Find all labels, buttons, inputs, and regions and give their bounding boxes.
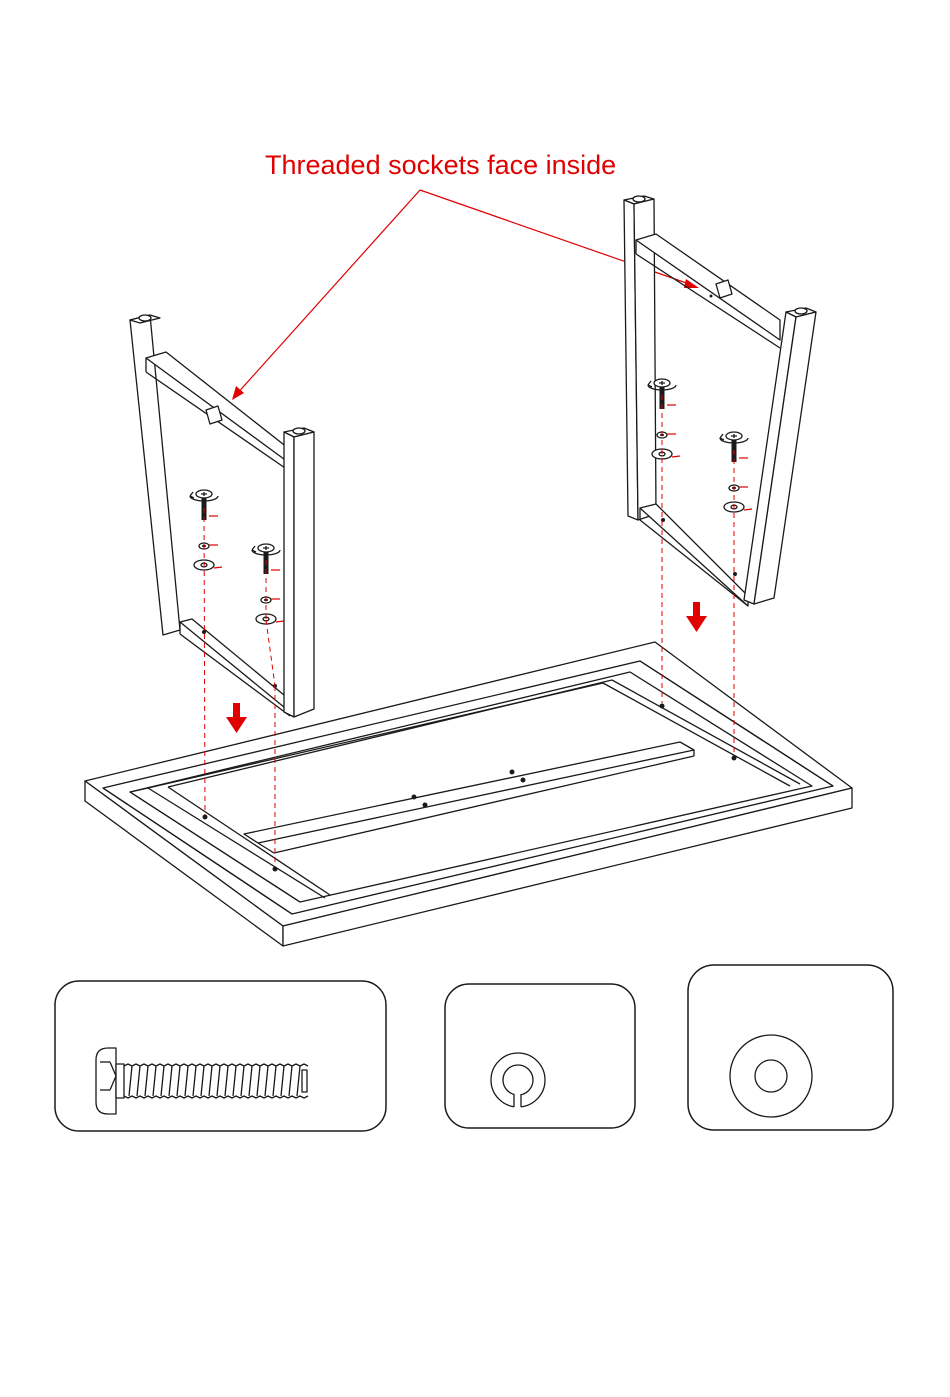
leg-top-rail [636, 234, 780, 340]
leg-bottom-rail [640, 504, 748, 606]
mount-hole [273, 867, 278, 872]
mount-hole [203, 815, 208, 820]
bolt-washer-stack [190, 490, 222, 570]
hardware-legend-bolt [55, 981, 386, 1131]
down-arrow-icon [686, 602, 707, 632]
mount-hole [660, 704, 665, 709]
leg-frame-left [130, 315, 314, 717]
callout-leader-left [235, 190, 420, 396]
leg-bottom-rail [180, 619, 290, 712]
leg-frame-right [624, 196, 816, 606]
down-arrow-icon [226, 703, 247, 733]
hardware-legend-flat-washer [688, 965, 893, 1130]
bolt-washer-stack [720, 432, 752, 512]
hardware-legend-split-lock-washer [445, 984, 635, 1128]
mount-hole [732, 756, 737, 761]
leg-upright-front [284, 432, 294, 717]
tabletop [85, 642, 852, 946]
callout-text: Threaded sockets face inside [265, 150, 616, 180]
hardware-stacks [190, 379, 752, 624]
bolt-washer-stack [252, 544, 284, 624]
